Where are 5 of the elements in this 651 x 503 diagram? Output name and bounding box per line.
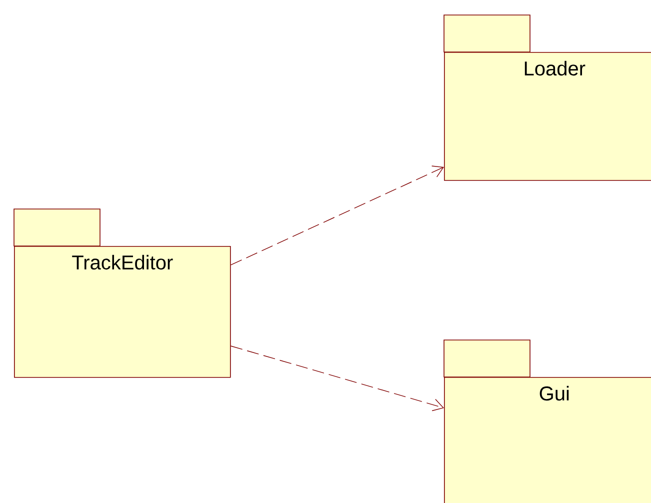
package-box: TrackEditor: [14, 208, 231, 378]
package-box: Gui: [444, 340, 651, 503]
dependency-arrow: [230, 346, 444, 412]
package-box: Loader: [444, 14, 651, 181]
dependency-arrow: [230, 166, 444, 266]
